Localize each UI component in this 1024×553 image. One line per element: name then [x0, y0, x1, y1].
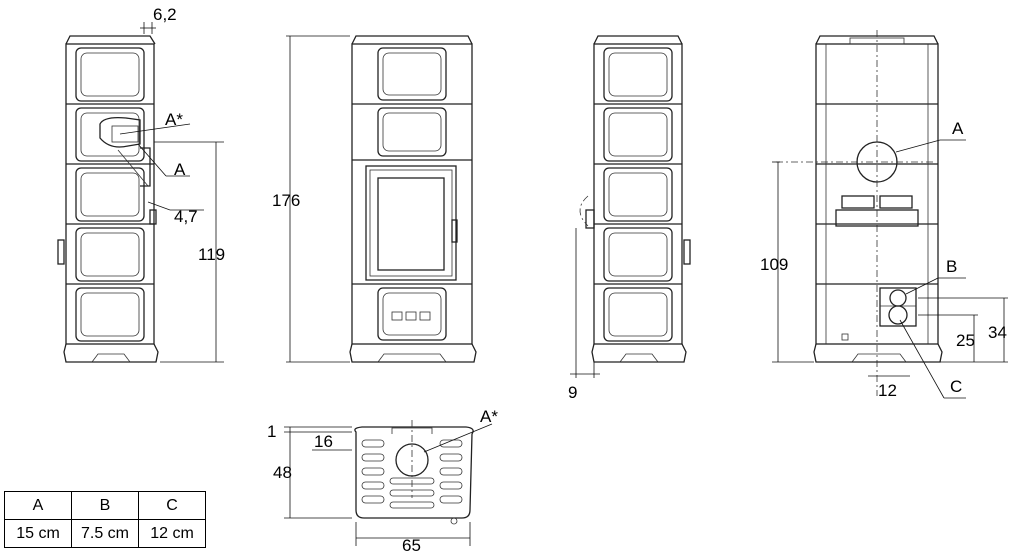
dim-label: A — [174, 160, 186, 179]
dim-label: C — [950, 377, 962, 396]
front-view-dimensions: 176 — [272, 35, 350, 363]
side-view-dimensions: 6,2 A* A 4,7 119 — [119, 5, 225, 363]
legend-header-c: C — [138, 491, 206, 520]
rear-view-dimensions: A 109 B 25 34 12 C — [760, 119, 1008, 400]
dim-label: 65 — [402, 536, 421, 553]
side-view — [57, 35, 159, 363]
rear-view — [776, 30, 943, 396]
dim-label: A* — [480, 407, 498, 426]
other-side-view — [579, 35, 691, 363]
dim-label: 4,7 — [174, 207, 198, 226]
top-view — [354, 420, 474, 525]
legend-header-b: B — [71, 491, 139, 520]
front-view — [349, 35, 477, 363]
legend-header-a: A — [4, 491, 72, 520]
legend-value-a: 15 cm — [4, 519, 72, 548]
dim-label: 176 — [272, 191, 300, 210]
legend-table: A B C 15 cm 7.5 cm 12 cm — [4, 491, 206, 548]
dim-label: B — [946, 257, 957, 276]
dim-label: 12 — [878, 381, 897, 400]
dim-label: A — [952, 119, 964, 138]
legend-value-c: 12 cm — [138, 519, 206, 548]
dim-label: 48 — [273, 463, 292, 482]
dim-label: 1 — [267, 422, 276, 441]
dim-label: A* — [165, 110, 183, 129]
legend-value-b: 7.5 cm — [71, 519, 139, 548]
dim-label: 16 — [314, 432, 333, 451]
dim-label: 25 — [956, 331, 975, 350]
other-side-dimensions: 9 — [568, 228, 600, 402]
dim-label: 119 — [198, 245, 225, 264]
top-view-dimensions: 1 16 48 A* 65 — [267, 407, 498, 553]
dim-label: 9 — [568, 383, 577, 402]
dim-label: 6,2 — [153, 5, 177, 24]
dim-label: 34 — [988, 323, 1007, 342]
dim-label: 109 — [760, 255, 788, 274]
